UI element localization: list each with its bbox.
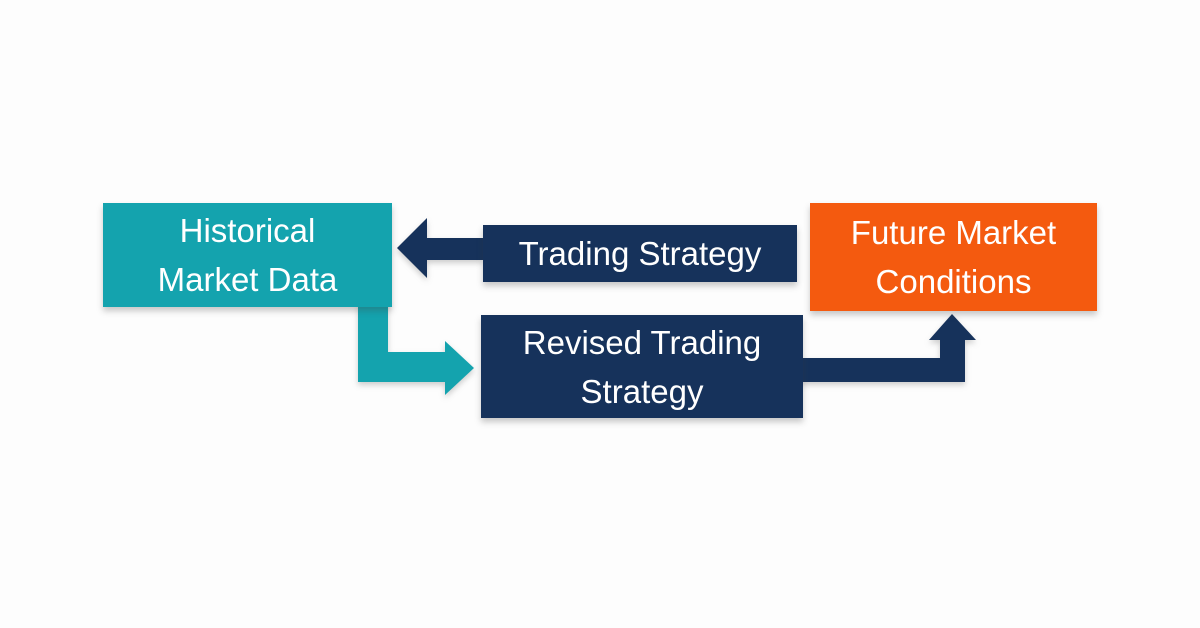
node-label-line: Trading Strategy — [518, 235, 762, 272]
node-label-line: Strategy — [580, 372, 704, 410]
node-label-line: Conditions — [875, 263, 1032, 300]
node-label-line: Historical — [179, 212, 316, 249]
node-trading-strategy: Trading Strategy — [483, 225, 797, 282]
arrow-trading-to-historical-icon — [397, 218, 483, 278]
node-historical-market-data: Historical Market Data — [103, 203, 392, 307]
node-future-market-conditions: Future Market Conditions — [810, 203, 1097, 311]
arrow-historical-to-revised-icon — [358, 300, 474, 395]
node-label-line: Future Market — [850, 214, 1057, 251]
node-label-line: Revised Trading — [522, 323, 762, 361]
arrow-revised-to-future-icon — [800, 314, 976, 382]
node-revised-trading-strategy: Revised Trading Strategy — [481, 315, 803, 418]
node-label-line: Market Data — [157, 261, 338, 298]
